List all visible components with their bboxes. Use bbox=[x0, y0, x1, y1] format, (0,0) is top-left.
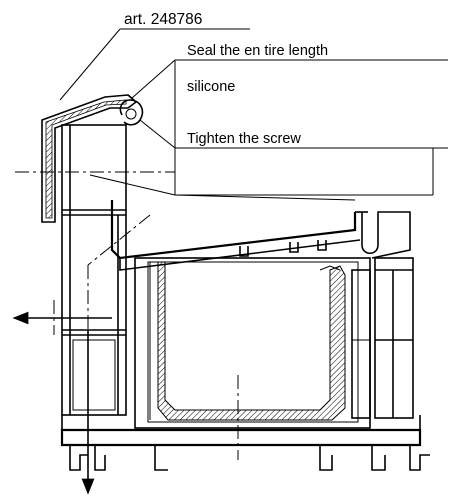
outer-frame-profile bbox=[61, 124, 127, 416]
cover-cap bbox=[41, 94, 138, 223]
bottom-rail bbox=[60, 415, 430, 471]
center-lines bbox=[15, 171, 175, 335]
screw-instruction-label: Tighten the screw bbox=[187, 131, 301, 147]
sash-slope bbox=[110, 200, 411, 271]
article-number-label: art. 248786 bbox=[124, 11, 202, 28]
direction-arrows bbox=[12, 311, 112, 495]
seal-instruction-label: Seal the en tire length bbox=[187, 43, 328, 59]
silicone-label: silicone bbox=[187, 79, 235, 95]
right-profile-chambers bbox=[351, 257, 414, 419]
silicone-seal bbox=[119, 99, 144, 126]
label-frame bbox=[59, 28, 448, 201]
